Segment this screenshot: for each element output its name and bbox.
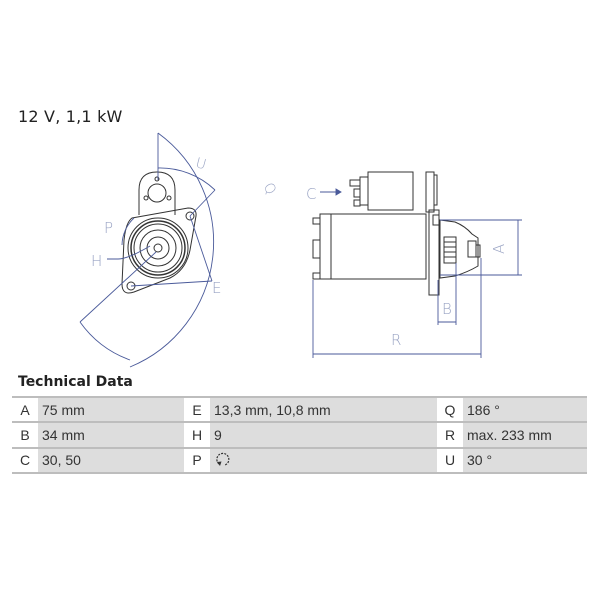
svg-text:H: H bbox=[91, 252, 102, 270]
front-view-labels: U Q P H E bbox=[91, 155, 279, 297]
technical-data-table: A 75 mm E 13,3 mm, 10,8 mm Q 186 ° B 34 … bbox=[12, 395, 587, 474]
spec-value: max. 233 mm bbox=[463, 421, 587, 449]
side-view-dimensions bbox=[312, 188, 522, 358]
spec-value: 30, 50 bbox=[38, 446, 184, 474]
spec-value: 186 ° bbox=[463, 395, 587, 424]
technical-data-title: Technical Data bbox=[18, 374, 133, 390]
svg-text:P: P bbox=[104, 219, 113, 237]
spec-key: U bbox=[437, 446, 463, 474]
svg-text:Q: Q bbox=[260, 180, 279, 198]
spec-key: A bbox=[12, 395, 38, 424]
spec-value: 34 mm bbox=[38, 421, 184, 449]
spec-value: 30 ° bbox=[463, 446, 587, 474]
table-row: A 75 mm E 13,3 mm, 10,8 mm Q 186 ° bbox=[12, 395, 587, 424]
svg-text:E: E bbox=[212, 279, 221, 297]
spec-key: P bbox=[184, 446, 210, 474]
spec-key: H bbox=[184, 421, 210, 449]
spec-key: B bbox=[12, 421, 38, 449]
svg-text:B: B bbox=[442, 300, 452, 318]
counterclockwise-rotation-icon bbox=[214, 450, 232, 471]
svg-text:R: R bbox=[391, 331, 401, 349]
front-view-dimensions bbox=[79, 132, 216, 368]
spec-value-rotation bbox=[210, 446, 437, 474]
spec-key: R bbox=[437, 421, 463, 449]
voltage-power-rating: 12 V, 1,1 kW bbox=[18, 107, 123, 126]
table-row: B 34 mm H 9 R max. 233 mm bbox=[12, 421, 587, 449]
front-view bbox=[121, 171, 197, 294]
spec-key: E bbox=[184, 395, 210, 424]
spec-key: Q bbox=[437, 395, 463, 424]
table-row: C 30, 50 P U 30 ° bbox=[12, 446, 587, 474]
svg-text:C: C bbox=[306, 185, 316, 203]
spec-value: 75 mm bbox=[38, 395, 184, 424]
spec-value: 13,3 mm, 10,8 mm bbox=[210, 395, 437, 424]
spec-key: C bbox=[12, 446, 38, 474]
side-view-labels: C A B R bbox=[306, 185, 508, 349]
svg-text:A: A bbox=[490, 244, 508, 254]
starter-motor-drawing: U Q P H E bbox=[79, 132, 522, 368]
spec-value: 9 bbox=[210, 421, 437, 449]
svg-text:U: U bbox=[194, 155, 208, 173]
